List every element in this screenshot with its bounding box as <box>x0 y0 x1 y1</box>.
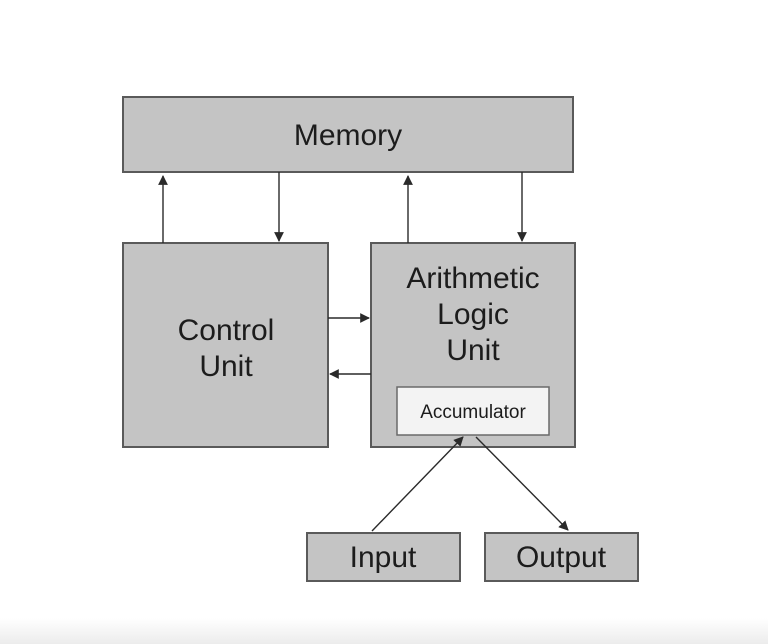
control-unit-label-line1: Control <box>178 314 275 347</box>
alu-label-line1: Arithmetic <box>406 262 539 295</box>
output-label: Output <box>516 541 607 574</box>
memory-block: Memory <box>122 96 574 173</box>
alu-label-line3: Unit <box>446 334 500 367</box>
input-block: Input <box>306 532 461 582</box>
accumulator-box <box>396 386 550 436</box>
output-block: Output <box>484 532 639 582</box>
output-box <box>484 532 639 582</box>
alu-label-line2: Logic <box>437 298 509 331</box>
control-unit-block: Control Unit <box>122 242 329 448</box>
input-box <box>306 532 461 582</box>
control-unit-box <box>122 242 329 448</box>
arrow-input-to-accumulator <box>371 436 464 532</box>
alu-block: Arithmetic Logic Unit Accumulator <box>370 242 576 448</box>
bottom-shade <box>0 618 768 644</box>
arrow-accumulator-to-output <box>475 436 569 531</box>
accumulator-label: Accumulator <box>420 402 526 423</box>
control-unit-label-line2: Unit <box>199 350 253 383</box>
memory-box <box>122 96 574 173</box>
memory-label: Memory <box>294 119 402 152</box>
input-label: Input <box>350 541 417 574</box>
